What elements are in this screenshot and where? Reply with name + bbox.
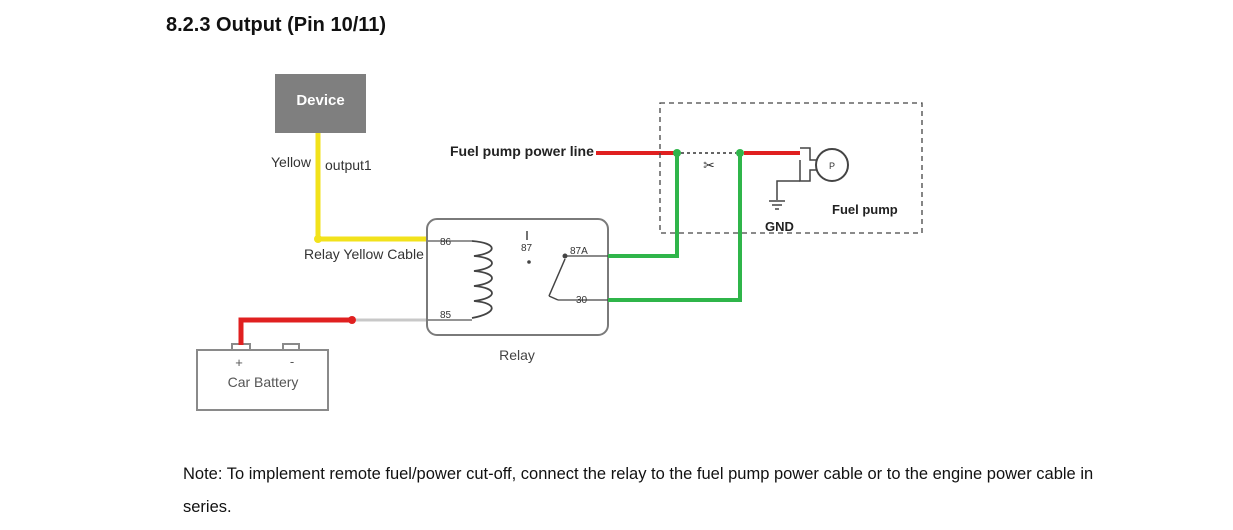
yellow-wire-junction xyxy=(314,235,322,243)
pin-87-contact xyxy=(527,260,531,264)
pin-87a-contact xyxy=(562,253,568,259)
pump-terminal-top xyxy=(800,147,818,161)
fuel-pump-power-line-label: Fuel pump power line xyxy=(450,143,594,159)
wiring-diagram: Device Yellow output1 Relay Yellow Cable… xyxy=(196,74,923,411)
fuel-pump-icon xyxy=(815,148,849,182)
relay-coil xyxy=(471,240,493,319)
battery-wire-junction xyxy=(348,316,356,324)
note-line-1: Note: To implement remote fuel/power cut… xyxy=(183,465,1094,483)
battery-box xyxy=(196,349,329,411)
output1-label: output1 xyxy=(325,157,372,173)
green-wire-30 xyxy=(608,153,742,302)
gnd-label: GND xyxy=(765,219,794,234)
battery-red-wire xyxy=(238,317,352,345)
pin-85-label: 85 xyxy=(440,310,452,321)
cut-mark-icon: ✂ xyxy=(703,157,715,173)
relay-switch-common xyxy=(548,295,559,301)
relay-switch-arm xyxy=(548,258,566,297)
device-label: Device xyxy=(296,92,344,109)
relay-box xyxy=(426,218,609,336)
pin-30-label: 30 xyxy=(576,295,588,306)
pin-87-label: 87 xyxy=(521,243,533,254)
battery-label: Car Battery xyxy=(228,374,299,390)
pump-terminal-bottom xyxy=(799,160,818,182)
fuel-pump-label: Fuel pump xyxy=(832,202,898,217)
pin-86-label: 86 xyxy=(440,237,452,248)
battery-minus-sign: - xyxy=(290,354,294,369)
green-wire-87a xyxy=(608,153,679,258)
battery-minus-terminal xyxy=(282,343,300,350)
fuel-pump-enclosure xyxy=(659,102,923,234)
relay-yellow-cable-label: Relay Yellow Cable xyxy=(304,246,424,262)
note: Note: To implement remote fuel/power cut… xyxy=(183,458,1183,524)
section-heading: 8.2.3 Output (Pin 10/11) xyxy=(166,14,387,36)
pin-87a-label: 87A xyxy=(570,246,588,257)
green-junction-left xyxy=(673,149,681,157)
device-box xyxy=(275,74,366,133)
pump-symbol: P xyxy=(829,161,835,171)
yellow-label: Yellow xyxy=(271,154,312,170)
yellow-wire xyxy=(315,133,428,242)
ground-wire xyxy=(776,180,800,200)
green-junction-right xyxy=(736,149,744,157)
battery-plus-sign: + xyxy=(235,355,243,370)
relay-label: Relay xyxy=(499,347,535,363)
note-line-2: series. xyxy=(183,498,232,516)
